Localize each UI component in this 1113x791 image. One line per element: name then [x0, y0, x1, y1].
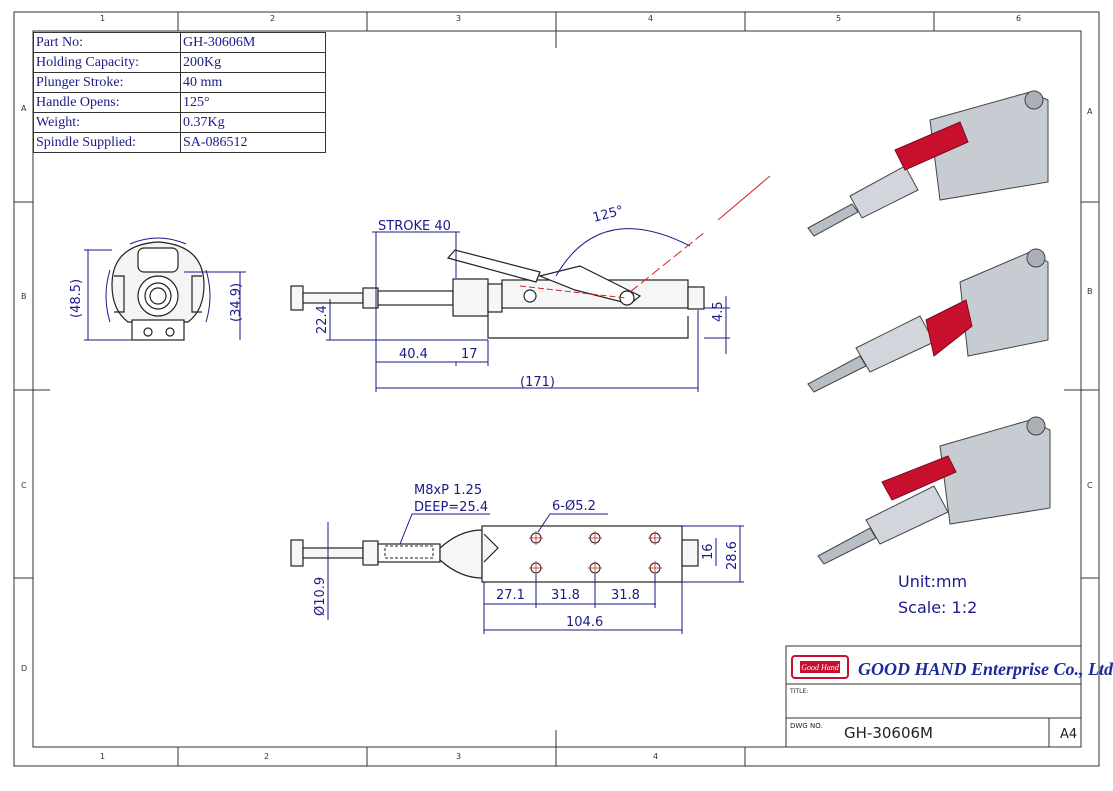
logo-mark: Good Hand	[791, 655, 849, 679]
spec-value: GH-30606M	[180, 32, 326, 53]
spec-row: Handle Opens:125°	[33, 92, 326, 113]
title-label: TITLE:	[790, 688, 809, 695]
spec-row: Part No:GH-30606M	[33, 32, 326, 53]
spec-value: 40 mm	[180, 72, 326, 93]
handle-open-line	[519, 175, 771, 299]
title-block	[785, 645, 1082, 748]
dim-height-22: 22.4	[315, 305, 330, 334]
dim-thread: M8xP 1.25	[414, 483, 482, 498]
sheet-size: A4	[1060, 727, 1078, 742]
dim-stroke: STROKE 40	[378, 219, 451, 234]
spec-label: Plunger Stroke:	[33, 72, 181, 93]
zone-col-1: 1	[100, 14, 106, 23]
dwg-number: GH-30606M	[844, 724, 933, 742]
spec-label: Weight:	[33, 112, 181, 133]
iso-render-2	[807, 248, 1049, 393]
hole-centers	[529, 531, 662, 575]
dwg-label: DWG NO.	[790, 722, 823, 730]
zone-bcol-1: 1	[100, 752, 106, 761]
zone-col-5: 5	[836, 14, 842, 23]
zone-bcol-2: 2	[264, 752, 270, 761]
dim-27: 27.1	[496, 588, 525, 603]
dim-holes: 6-Ø5.2	[552, 499, 596, 514]
side-view	[290, 249, 705, 339]
zone-bcol-3: 3	[456, 752, 462, 761]
spec-label: Holding Capacity:	[33, 52, 181, 73]
dim-small-45: 4.5	[711, 301, 726, 322]
spec-row: Holding Capacity:200Kg	[33, 52, 326, 73]
company-name: GOOD HAND Enterprise Co., Ltd	[858, 659, 1113, 679]
dim-31a: 31.8	[551, 588, 580, 603]
zone-rrow-c: C	[1087, 481, 1093, 490]
iso-render-1	[807, 90, 1049, 237]
spec-value: 200Kg	[180, 52, 326, 73]
zone-row-d: D	[21, 664, 28, 673]
zone-rrow-b: B	[1087, 287, 1093, 296]
dim-offset-17: 17	[461, 347, 478, 362]
side-view-dims	[326, 228, 730, 392]
dim-16: 16	[701, 543, 716, 560]
spec-value: 125°	[180, 92, 326, 113]
inner-frame	[32, 30, 1082, 748]
zone-rrow-a: A	[1087, 107, 1093, 116]
dim-overall: (171)	[520, 375, 555, 390]
bottom-view	[290, 525, 699, 583]
zone-row-a: A	[21, 104, 27, 113]
zone-ticks	[14, 12, 1099, 766]
spec-label: Handle Opens:	[33, 92, 181, 113]
zone-col-2: 2	[270, 14, 276, 23]
dim-angle: 125°	[591, 203, 625, 226]
zone-col-4: 4	[648, 14, 654, 23]
dim-diameter: Ø10.9	[313, 577, 328, 616]
end-view-dims	[84, 237, 246, 341]
unit-note: Unit:mm	[898, 572, 968, 591]
dim-end-height: (34.9)	[229, 283, 244, 322]
zone-col-3: 3	[456, 14, 462, 23]
bottom-view-dims	[327, 513, 744, 634]
zone-bcol-4: 4	[653, 752, 659, 761]
dim-end-width: (48.5)	[69, 279, 84, 318]
iso-render-3	[817, 416, 1051, 565]
zone-row-c: C	[21, 481, 27, 490]
spec-row: Weight:0.37Kg	[33, 112, 326, 133]
spec-table: Part No:GH-30606M Holding Capacity:200Kg…	[33, 32, 326, 153]
zone-col-6: 6	[1016, 14, 1022, 23]
dim-31b: 31.8	[611, 588, 640, 603]
dim-deep: DEEP=25.4	[414, 500, 488, 515]
spec-label: Spindle Supplied:	[33, 132, 181, 153]
spec-row: Spindle Supplied:SA-086512	[33, 132, 326, 153]
spec-value: SA-086512	[180, 132, 326, 153]
spec-label: Part No:	[33, 32, 181, 53]
dim-offset-40: 40.4	[399, 347, 428, 362]
dim-base-length: 104.6	[566, 615, 603, 630]
zone-row-b: B	[21, 292, 27, 301]
dim-28: 28.6	[725, 541, 740, 570]
spec-value: 0.37Kg	[180, 112, 326, 133]
logo-text: Good Hand	[801, 663, 840, 672]
end-view	[111, 241, 205, 341]
spec-row: Plunger Stroke:40 mm	[33, 72, 326, 93]
scale-note: Scale: 1:2	[898, 598, 978, 617]
